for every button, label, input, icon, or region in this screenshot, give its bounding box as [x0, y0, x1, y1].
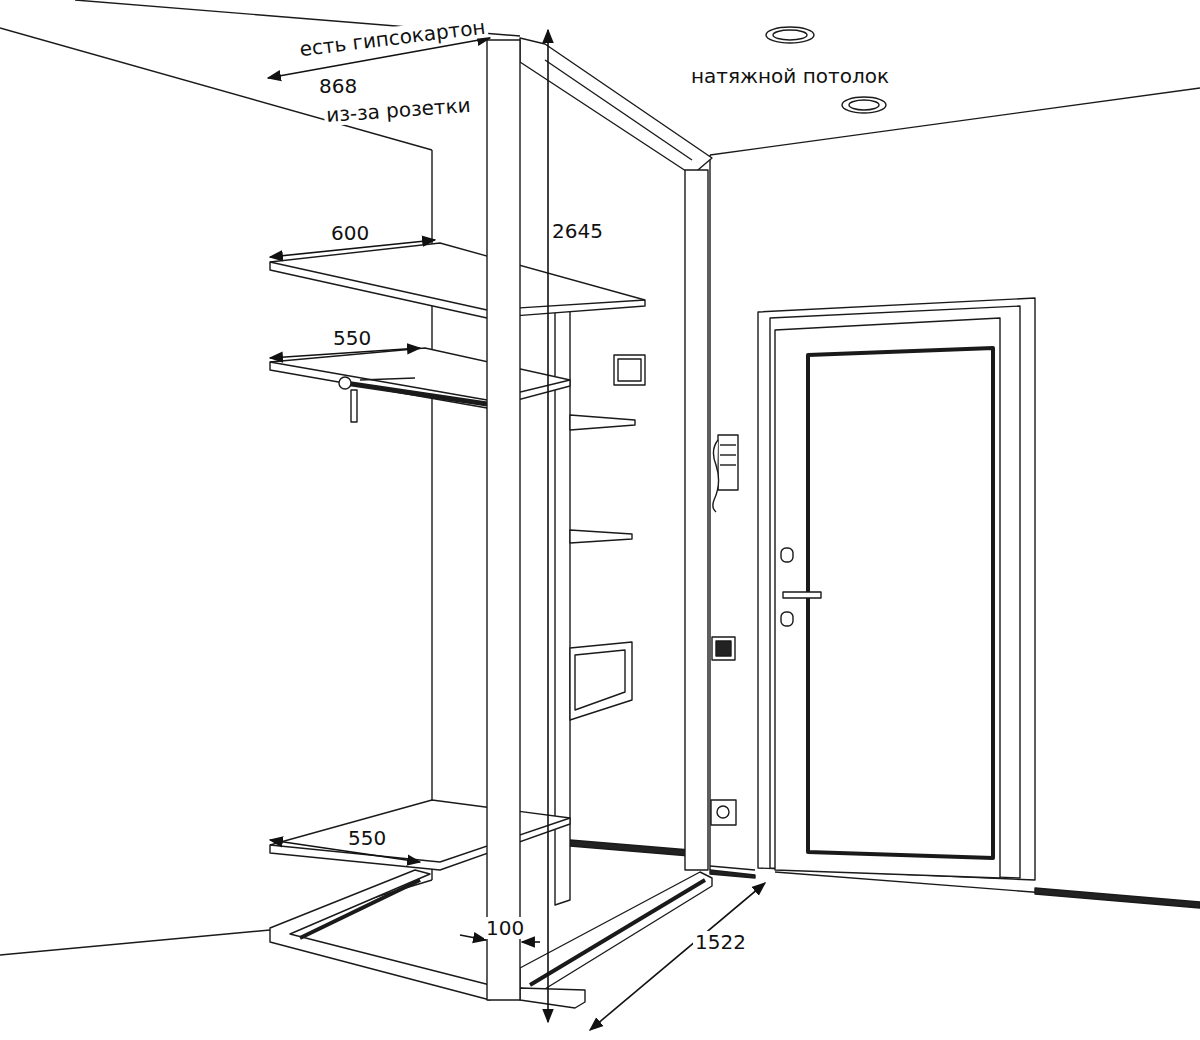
dimension-label: 2645	[550, 220, 605, 242]
dimension-label: есть гипсокартон	[296, 15, 488, 60]
wardrobe-frame	[270, 38, 712, 1008]
dimension-label: из-за розетки	[323, 94, 473, 126]
dimension-label: 550	[331, 327, 373, 349]
dimension-label: 100	[484, 917, 526, 939]
dimension-label: 550	[346, 827, 388, 849]
dimension-label: 868	[317, 75, 359, 97]
wall-devices	[614, 298, 1035, 880]
dimension-label: 600	[329, 222, 371, 244]
dimension-label: натяжной потолок	[689, 65, 891, 87]
dimension-label: 1522	[693, 931, 748, 953]
room-lines	[0, 0, 1200, 955]
dimension-lines	[268, 30, 765, 1030]
